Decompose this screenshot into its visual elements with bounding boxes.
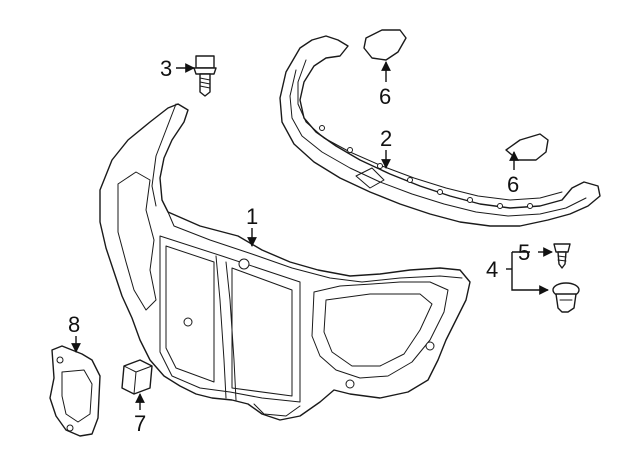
callout-6-upper: 6	[379, 84, 391, 109]
callout-7: 7	[134, 411, 146, 436]
screw-part	[553, 243, 571, 269]
callout-5: 5	[518, 240, 530, 265]
callout-2: 2	[380, 126, 392, 151]
callout-3: 3	[160, 56, 172, 81]
retainer-part	[552, 282, 580, 313]
seal-pad-lower-part	[505, 133, 549, 161]
callout-1: 1	[246, 204, 258, 229]
leader-line-4a	[511, 252, 549, 295]
tie-bar-cover-part	[279, 35, 601, 227]
clip-part	[121, 359, 153, 395]
callout-6-lower: 6	[507, 172, 519, 197]
leader-lines	[71, 61, 553, 410]
callout-8: 8	[68, 312, 80, 337]
bracket-part	[49, 345, 101, 437]
bolt-part	[193, 55, 217, 97]
radiator-support-part	[99, 103, 471, 421]
callout-labels: 1 2 3 4 5 6 6 7 8	[68, 56, 530, 436]
seal-pad-upper-part	[363, 29, 407, 61]
callout-4: 4	[486, 257, 498, 282]
